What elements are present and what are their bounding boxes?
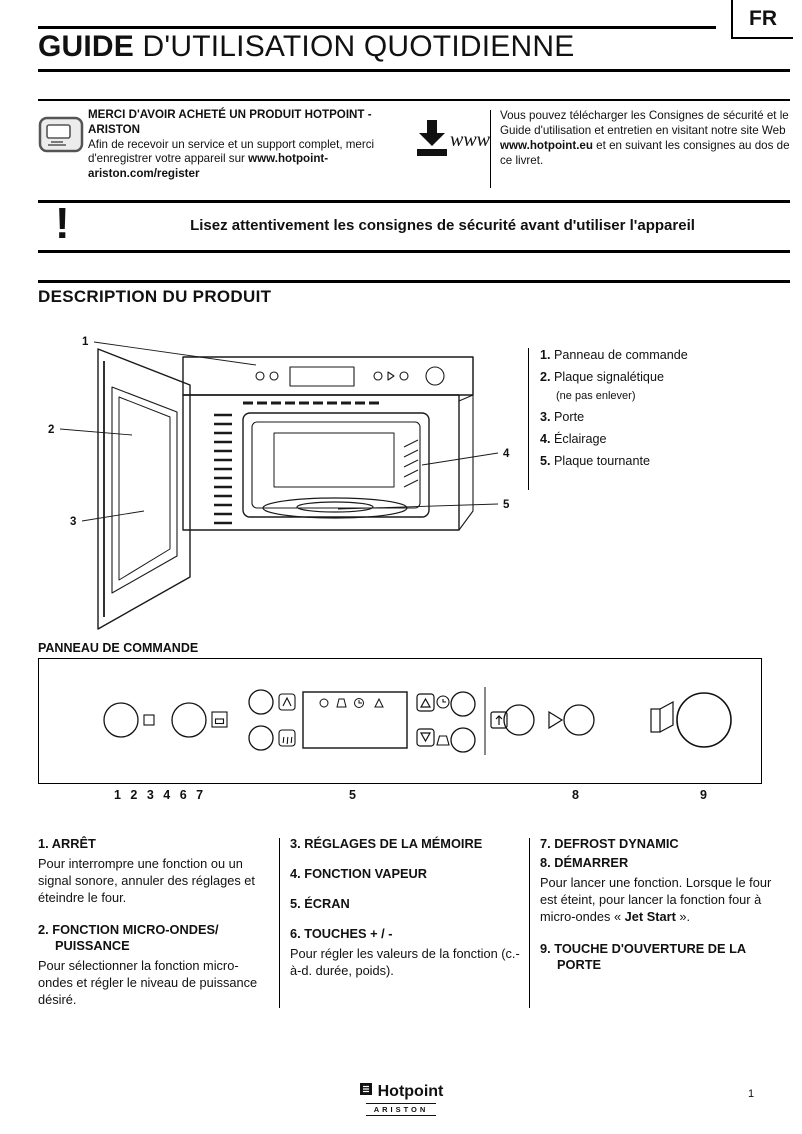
control-heading-2: 2. FONCTION MICRO-ONDES/ PUISSANCE <box>38 922 219 954</box>
control-description-2: Pour sélectionner la fonction micro-onde… <box>38 958 258 1008</box>
steam-button <box>248 725 274 751</box>
brand-subname: ARISTON <box>365 1103 437 1116</box>
oven-cavity <box>242 412 430 518</box>
legend-item: 1. Panneau de commande <box>540 348 688 362</box>
panel-number-display: 5 <box>349 788 356 802</box>
register-url: www.hotpoint-ariston.com/register <box>88 152 329 181</box>
clock-button <box>450 691 476 717</box>
callout-4: 4 <box>503 448 510 460</box>
defrost-icon <box>490 711 508 729</box>
column-divider-1 <box>279 838 280 1008</box>
microwave-power-icon <box>211 711 228 728</box>
callout-2: 2 <box>48 424 54 436</box>
control-description-1: Pour interrompre une fonction ou un sign… <box>38 855 255 906</box>
column-divider-2 <box>529 838 530 1008</box>
register-heading: MERCI D'AVOIR ACHETÉ UN PRODUIT HOTPOINT… <box>88 108 372 136</box>
side-vents-icon <box>214 413 232 525</box>
title-top-rule <box>38 26 716 29</box>
product-legend: 1. Panneau de commande 2. Plaque signalé… <box>540 348 785 476</box>
warning-icon: ! <box>55 199 70 248</box>
callout-3: 3 <box>70 516 76 528</box>
page-number: 1 <box>748 1088 755 1100</box>
register-divider <box>490 110 491 188</box>
hotpoint-logo-mark <box>359 1082 373 1101</box>
timer-icon <box>436 695 450 709</box>
brand-name: Hotpoint <box>377 1082 444 1100</box>
control-heading-8: 8. DÉMARRER <box>540 854 629 870</box>
turntable <box>262 497 408 519</box>
control-description-6: Pour régler les valeurs de la fonction (… <box>290 945 520 978</box>
panel-number-door: 9 <box>700 788 707 802</box>
callout-lines <box>59 341 499 522</box>
callout-1: 1 <box>82 336 89 348</box>
memory-button <box>248 689 274 715</box>
warning-bottom-rule <box>38 250 790 253</box>
knob-microwave-power <box>171 702 207 738</box>
control-heading-4: 4. FONCTION VAPEUR <box>290 865 428 881</box>
minus-button <box>416 728 435 747</box>
settings-button <box>450 727 476 753</box>
steam-icon <box>278 729 296 747</box>
start-icon <box>548 710 564 730</box>
plus-button <box>416 693 435 712</box>
controls-column-1: 1. ARRÊT Pour interrompre une fonction o… <box>38 836 271 1024</box>
download-url: www.hotpoint.eu <box>500 139 593 153</box>
control-heading-3: 3. RÉGLAGES DE LA MÉMOIRE <box>290 836 483 851</box>
controls-column-2: 3. RÉGLAGES DE LA MÉMOIRE 4. FONCTION VA… <box>290 836 520 995</box>
panel-heading: PANNEAU DE COMMANDE <box>38 641 199 655</box>
start-button <box>563 704 595 736</box>
download-text: Vous pouvez télécharger les Consignes de… <box>500 109 790 168</box>
control-heading-7: 7. DEFROST DYNAMIC <box>540 836 679 851</box>
language-label: FR <box>749 6 777 30</box>
lamp-hatch-icon <box>403 439 419 488</box>
stop-icon <box>143 714 155 726</box>
warning-text: Lisez attentivement les consignes de séc… <box>190 217 695 234</box>
product-section-heading: DESCRIPTION DU PRODUIT <box>38 287 272 306</box>
callout-5: 5 <box>503 499 510 511</box>
display-screen <box>302 691 408 749</box>
control-description-8: Pour lancer une fonction. Lorsque le fou… <box>540 874 772 924</box>
title-bold: GUIDE <box>38 30 135 63</box>
warning-top-rule <box>38 200 790 203</box>
oven-door <box>97 348 191 630</box>
register-monitor-icon <box>38 116 84 159</box>
product-diagram: 1 2 3 4 5 <box>48 336 510 630</box>
knob-stop <box>103 702 139 738</box>
legend-item: 3. Porte <box>540 410 585 424</box>
product-section-rule <box>38 280 790 283</box>
www-label: www <box>450 129 490 151</box>
panel-numbers-left: 1 2 3 4 6 7 <box>114 788 207 802</box>
oven-control-strip <box>182 356 474 396</box>
register-text: MERCI D'AVOIR ACHETÉ UN PRODUIT HOTPOINT… <box>88 108 398 182</box>
control-panel-diagram <box>103 687 732 755</box>
title-rest: D'UTILISATION QUOTIDIENNE <box>134 30 575 63</box>
door-open-button <box>676 692 732 748</box>
legend-item: 2. Plaque signalétique <box>540 370 664 384</box>
page-title: GUIDE D'UTILISATION QUOTIDIENNE <box>38 30 574 64</box>
register-body: Afin de recevoir un service et un suppor… <box>88 137 375 181</box>
legend-item: 5. Plaque tournante <box>540 454 650 468</box>
control-panel-box <box>38 658 762 784</box>
title-bottom-rule <box>38 69 790 72</box>
oven-strip-controls <box>255 366 445 387</box>
weight-icon <box>436 735 450 746</box>
display-indicator-icons <box>319 697 384 708</box>
legend-divider <box>528 348 529 490</box>
language-badge: FR <box>731 0 793 39</box>
brand-logo: Hotpoint ARISTON <box>341 1082 461 1116</box>
door-open-icon <box>650 700 674 733</box>
control-heading-9: 9. TOUCHE D'OUVERTURE DE LA PORTE <box>540 941 746 972</box>
controls-column-3: 7. DEFROST DYNAMIC 8. DÉMARRER Pour lanc… <box>540 836 790 976</box>
legend-note: (ne pas enlever) <box>556 390 636 402</box>
memory-icon <box>278 693 296 711</box>
control-heading-1: 1. ARRÊT <box>38 836 96 851</box>
legend-item: 4. Éclairage <box>540 432 607 446</box>
panel-number-start: 8 <box>572 788 579 802</box>
control-heading-6: 6. TOUCHES + / - <box>290 925 393 941</box>
defrost-dynamic-button <box>503 704 535 736</box>
section-rule <box>38 99 790 101</box>
control-heading-5: 5. ÉCRAN <box>290 895 350 911</box>
download-www-icon: www <box>412 116 491 167</box>
